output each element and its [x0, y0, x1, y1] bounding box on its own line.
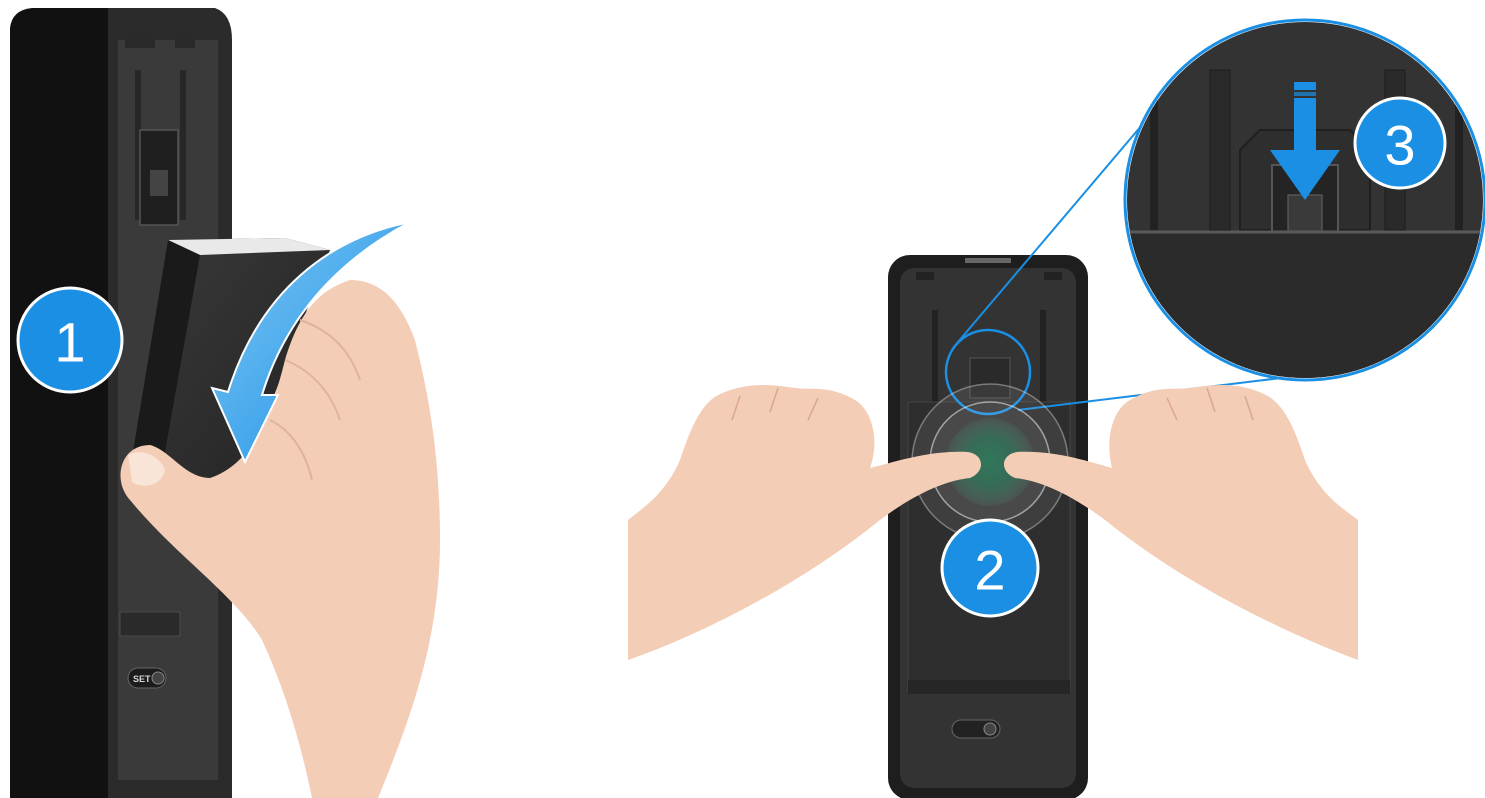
zoom-battery-cover: [1127, 231, 1483, 378]
zoom-inset-border: [1123, 18, 1485, 382]
thumbnail: [128, 452, 165, 486]
hand-right: [120, 280, 441, 798]
step-badge-1: 1: [16, 286, 124, 394]
scene-2-press-latch: 2: [628, 18, 1485, 798]
set-button: [951, 719, 1001, 739]
top-notch: [965, 258, 1011, 263]
hand-left: [628, 384, 982, 660]
zoom-inset: 3: [1123, 18, 1485, 382]
tilt-arrow: [210, 221, 411, 465]
hand-left-knuckles: [731, 387, 819, 421]
zoom-rail: [1209, 69, 1231, 231]
latch-rail: [1040, 310, 1046, 405]
zoom-latch-tab: [1287, 194, 1323, 234]
press-indicator: [911, 383, 1069, 541]
hand-knuckle-lines: [269, 319, 361, 481]
doorbell-cover-top-edge: [168, 238, 330, 255]
zoom-rail: [1150, 50, 1158, 230]
latch-down-arrow: [1270, 82, 1340, 200]
set-button: SET: [127, 667, 167, 689]
board-edge: [908, 680, 1070, 694]
mounting-slot: [175, 30, 195, 48]
step-badge-3: 3: [1353, 96, 1447, 190]
mounting-slot: [916, 272, 934, 280]
zoom-connector-line: [957, 91, 1171, 343]
mounting-slot: [125, 30, 155, 48]
latch-clip: [969, 357, 1011, 399]
hand-right-knuckles: [1166, 387, 1254, 421]
step-3-label: 3: [1384, 114, 1415, 177]
lower-clip: [119, 611, 181, 637]
step-badge-2: 2: [940, 518, 1040, 618]
scene-1-tilt-cover: SET 1: [10, 8, 441, 798]
latch-rail: [135, 70, 141, 220]
step-2-label: 2: [974, 539, 1005, 602]
doorbell-cover-side: [130, 240, 200, 480]
mounting-slot: [1044, 272, 1062, 280]
doorbell-body: [10, 8, 108, 798]
latch-rail: [932, 310, 938, 405]
hand-right: [1003, 384, 1358, 660]
zoom-rail: [1455, 50, 1463, 230]
latch-focus-ring: [944, 328, 1032, 416]
set-button-label: SET: [133, 674, 151, 684]
latch-rail: [180, 70, 186, 220]
latch-clip-tab: [150, 170, 168, 196]
step-1-label: 1: [54, 311, 85, 374]
